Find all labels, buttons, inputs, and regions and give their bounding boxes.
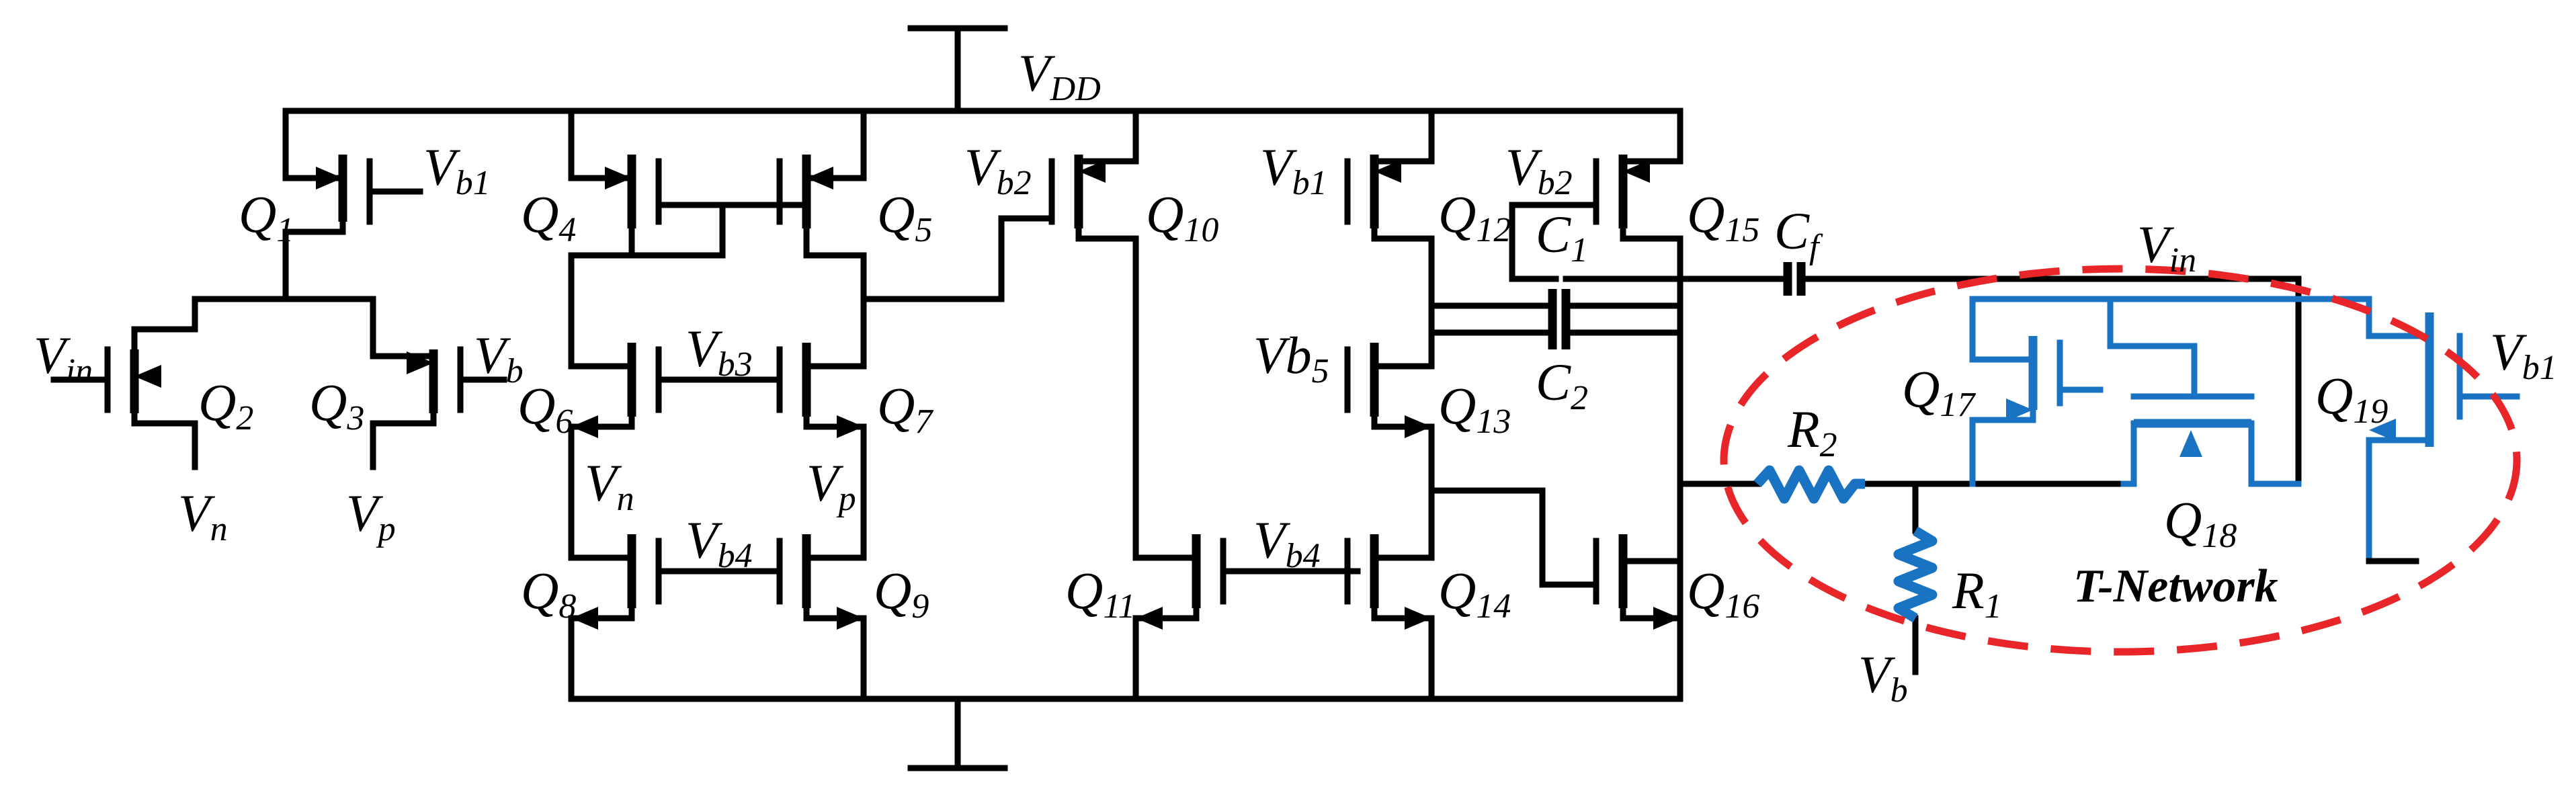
transistor-q8 — [568, 423, 783, 702]
label-cf: Cf — [1774, 202, 1823, 266]
label-q4: Q4 — [521, 185, 576, 249]
capacitor-c2 — [1428, 316, 1684, 349]
label-q17: Q17 — [1902, 360, 1976, 424]
t-network-wiring — [1677, 480, 2127, 675]
label-q8: Q8 — [521, 561, 576, 626]
transistor-q4 — [568, 108, 806, 259]
vdd-rail — [282, 25, 1684, 114]
label-c1: C1 — [1536, 205, 1588, 269]
transistor-q1 — [282, 108, 423, 302]
transistor-q14 — [1344, 534, 1435, 702]
capacitor-cf — [1563, 262, 2302, 487]
transistor-q2 — [50, 296, 289, 470]
transistor-q18 — [2107, 296, 2302, 487]
label-vin-q2: Vin — [34, 326, 93, 390]
label-t-network: T-Network — [2073, 560, 2278, 612]
label-vb1-q12: Vb1 — [1260, 138, 1327, 202]
label-vb4-right: Vb4 — [1253, 511, 1321, 575]
label-q15: Q15 — [1687, 185, 1759, 249]
transistor-q6 — [568, 252, 783, 438]
label-q14: Q14 — [1438, 561, 1511, 626]
transistor-q11 — [1132, 534, 1361, 702]
label-q9: Q9 — [874, 561, 929, 626]
label-q3: Q3 — [309, 373, 364, 437]
label-vb2-q15: Vb2 — [1505, 138, 1573, 202]
label-q18: Q18 — [2164, 491, 2237, 555]
label-q2: Q2 — [198, 373, 253, 437]
label-q6: Q6 — [517, 376, 573, 441]
transistor-q3 — [282, 296, 507, 470]
label-vb-r1: Vb — [1858, 645, 1908, 710]
label-q1: Q1 — [239, 185, 294, 249]
transistor-q7 — [776, 252, 867, 438]
label-q13: Q13 — [1438, 376, 1511, 441]
transistor-q10 — [1048, 108, 1139, 561]
label-vn-out: Vn — [178, 484, 228, 548]
label-vin-tnet: Vin — [2137, 215, 2196, 280]
ground-rail — [568, 695, 1684, 771]
resistor-r1 — [1893, 526, 1938, 623]
label-vb4-left: Vb4 — [685, 511, 753, 575]
label-r1: R1 — [1952, 561, 2002, 626]
transistor-q17 — [1969, 296, 2372, 487]
transistor-q16 — [1428, 487, 1684, 630]
bias-wire-q10 — [860, 215, 1052, 302]
label-c2: C2 — [1536, 353, 1588, 417]
resistor-r2 — [1753, 465, 1865, 504]
label-q12: Q12 — [1438, 185, 1511, 249]
label-vp-out: Vp — [346, 484, 396, 548]
label-q11: Q11 — [1065, 561, 1135, 626]
t-network-outline — [1720, 265, 2521, 656]
transistor-q15 — [1509, 108, 1684, 702]
label-r2: R2 — [1787, 400, 1837, 464]
label-vn-mid: Vn — [585, 454, 634, 518]
label-q19: Q19 — [2315, 366, 2388, 431]
label-vdd: VDD — [1018, 44, 1101, 108]
label-vb5-q13: Vb5 — [1253, 326, 1329, 390]
label-q5: Q5 — [877, 185, 932, 249]
label-vb-q3: Vb — [474, 326, 524, 390]
transistor-q19 — [2366, 296, 2520, 564]
label-q10: Q10 — [1146, 185, 1218, 249]
label-vb2-q10: Vb2 — [964, 138, 1032, 202]
label-q16: Q16 — [1687, 561, 1759, 626]
transistor-q13 — [1344, 343, 1435, 561]
label-q7: Q7 — [877, 376, 933, 441]
transistor-q5 — [568, 108, 867, 259]
label-vb1-q19: Vb1 — [2490, 323, 2557, 387]
labels: VDD Q1 Q2 Q3 Q4 Q5 Q6 Q7 Q8 Q9 Q10 Q11 Q… — [34, 44, 2557, 710]
label-vb1-q1: Vb1 — [423, 138, 491, 202]
transistor-q9 — [776, 423, 867, 702]
label-vb3: Vb3 — [685, 319, 753, 384]
transistor-q12 — [1344, 108, 1435, 370]
label-vp-mid: Vp — [806, 454, 856, 518]
